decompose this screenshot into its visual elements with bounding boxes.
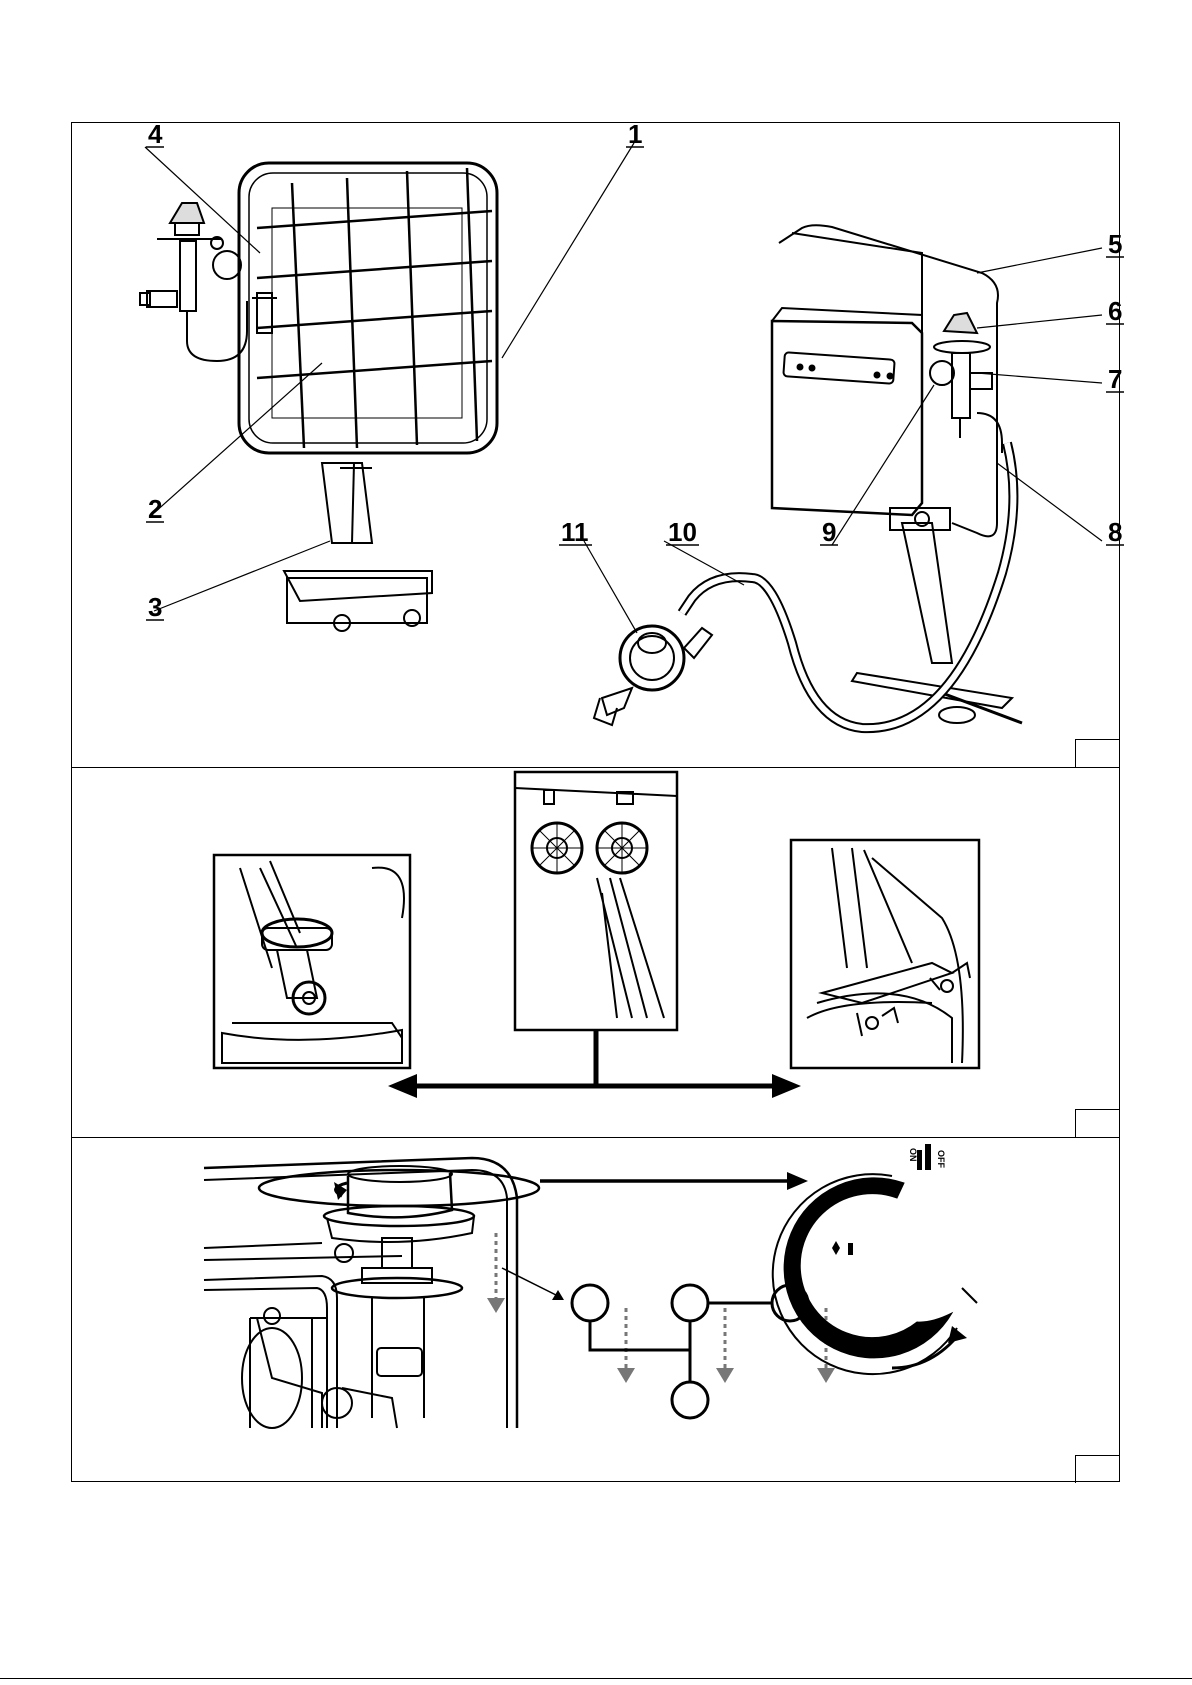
gas-hose (682, 443, 1013, 728)
parts-overview-drawing: 4 1 5 6 7 2 11 10 9 8 3 (72, 123, 1121, 768)
callout-11: 11 (561, 517, 589, 547)
mount-option-cylinder-mounted (791, 840, 979, 1068)
heater-grille (257, 168, 492, 448)
callout-4: 4 (148, 119, 163, 149)
page-footer-line (0, 1678, 1192, 1679)
step-circle-b (672, 1285, 708, 1321)
figure-number-box (1075, 739, 1119, 767)
gas-valve-right (930, 313, 1002, 453)
panel-ignition-steps: ON OFF (72, 1138, 1119, 1483)
cylinder-valve-illustration (222, 861, 404, 1063)
step-circle-d (672, 1382, 708, 1418)
callout-6: 6 (1108, 296, 1122, 326)
dotted-arrow-head (817, 1368, 835, 1383)
heater-frame-left (239, 163, 497, 453)
heater-rear-right (772, 225, 998, 536)
cylinder-mount-illustration (807, 848, 970, 1063)
ignition-steps-drawing: ON OFF (72, 1138, 1121, 1483)
dotted-arrow-head (487, 1298, 505, 1313)
callout-2: 2 (148, 494, 162, 524)
dial-off-label: OFF (936, 1150, 946, 1168)
dotted-arrow-head (716, 1368, 734, 1383)
callout-3: 3 (148, 592, 162, 622)
mount-option-clamp (515, 772, 677, 1030)
figure-sheet: 4 1 5 6 7 2 11 10 9 8 3 (71, 122, 1120, 1482)
stand-bracket-left (284, 463, 432, 631)
clamp-illustration (515, 788, 677, 1018)
dial-on-label: ON (908, 1148, 918, 1162)
figure-number-box (1075, 1109, 1119, 1137)
leader-lines (145, 143, 1102, 633)
panel-parts-overview: 4 1 5 6 7 2 11 10 9 8 3 (72, 123, 1119, 768)
step-circle-a (572, 1285, 608, 1321)
callout-8: 8 (1108, 517, 1122, 547)
callout-7: 7 (1108, 364, 1122, 394)
panel-mounting-options (72, 768, 1119, 1138)
figure-number-box (1075, 1455, 1119, 1483)
step-flow-diagram (572, 1285, 808, 1418)
mounting-options-drawing (72, 768, 1121, 1138)
callout-10: 10 (668, 517, 697, 547)
control-dial (773, 1174, 977, 1374)
callout-1: 1 (628, 119, 642, 149)
dotted-arrow-head (617, 1368, 635, 1383)
pressure-regulator (594, 626, 712, 725)
arrow-right-head (772, 1074, 801, 1098)
gas-valve-left (140, 203, 277, 361)
callout-9: 9 (822, 517, 836, 547)
arrow-left-head (388, 1074, 417, 1098)
callout-5: 5 (1108, 229, 1122, 259)
